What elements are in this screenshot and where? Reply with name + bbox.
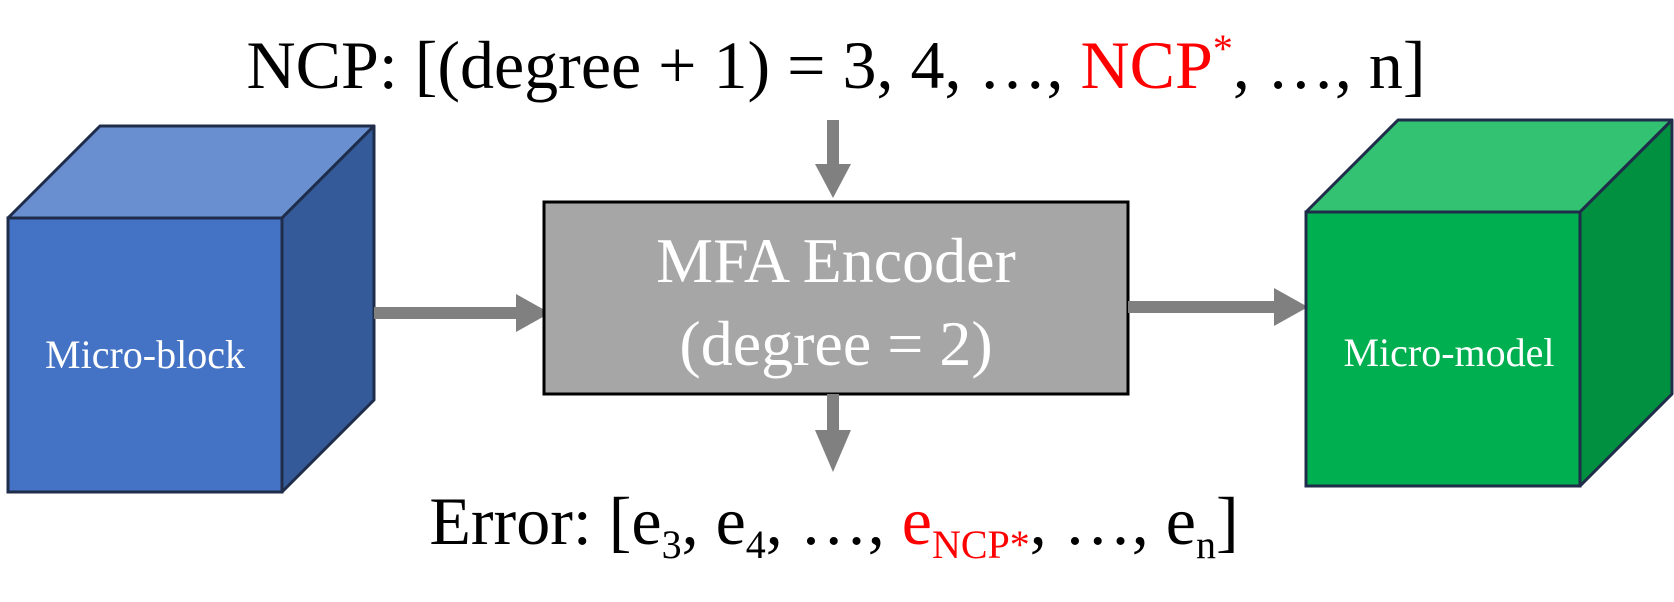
arrow-ncp-to-encoder [815, 120, 851, 198]
encoder-subtitle: (degree = 2) [679, 308, 992, 379]
encoder-title: MFA Encoder [656, 225, 1016, 296]
error-sub-3: 3 [662, 522, 682, 567]
micro-block-label: Micro-block [45, 332, 245, 377]
error-ncp-star-sub: NCP* [932, 522, 1030, 567]
ncp-star-superscript: * [1213, 26, 1233, 71]
micro-model-front-face [1304, 210, 1582, 488]
error-mid-3: , …, e [1030, 483, 1196, 559]
arrow-encoder-to-error [815, 394, 851, 472]
error-mid-2: , …, [766, 483, 902, 559]
arrow-encoder-to-model [1128, 288, 1308, 326]
micro-model-label: Micro-model [1343, 330, 1554, 375]
error-sub-4: 4 [746, 522, 766, 567]
ncp-line: NCP: [(degree + 1) = 3, 4, …, NCP*, …, n… [247, 26, 1426, 103]
error-mid-1: , e [682, 483, 746, 559]
error-sub-n: n [1196, 522, 1216, 567]
ncp-suffix: , …, n] [1233, 27, 1426, 103]
micro-block-cube: Micro-block [6, 124, 376, 494]
error-ncp-star-e: e [902, 483, 932, 559]
error-suffix: ] [1216, 483, 1239, 559]
error-prefix: Error: [e [429, 483, 661, 559]
ncp-star-label: NCP [1081, 27, 1213, 103]
error-line: Error: [e3, e4, …, eNCP*, …, en] [429, 483, 1238, 567]
ncp-prefix: NCP: [(degree + 1) = 3, 4, …, [247, 27, 1081, 103]
arrow-block-to-encoder [374, 294, 550, 332]
mfa-encoder-box: MFA Encoder (degree = 2) [542, 200, 1130, 396]
micro-model-cube: Micro-model [1304, 118, 1674, 488]
micro-block-front-face [6, 216, 284, 494]
